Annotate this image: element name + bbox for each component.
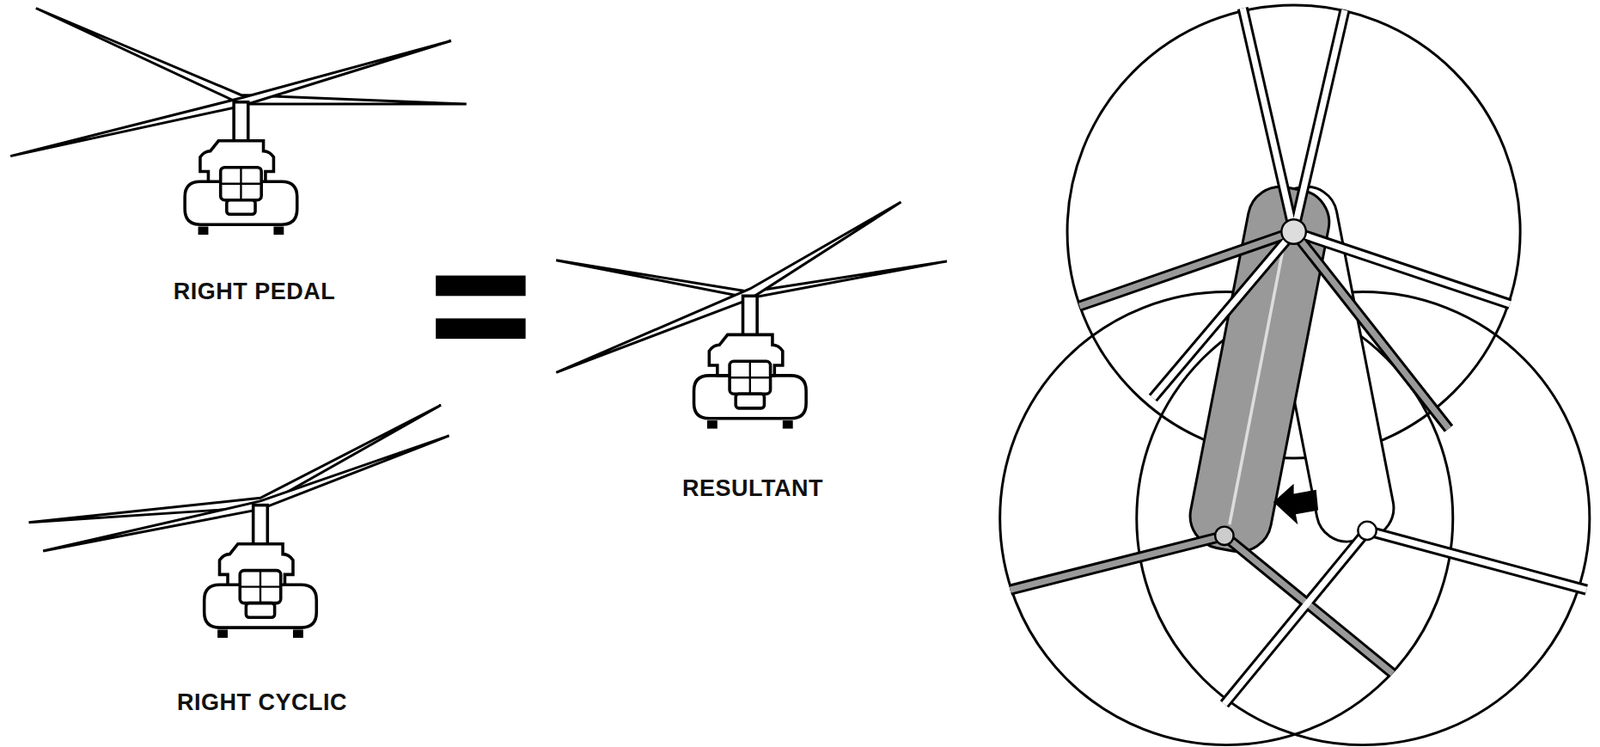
caption-label: RESULTANT [682,475,824,502]
caption-label: RIGHT PEDAL [173,278,336,306]
caption-label: RIGHT CYCLIC [177,689,348,716]
